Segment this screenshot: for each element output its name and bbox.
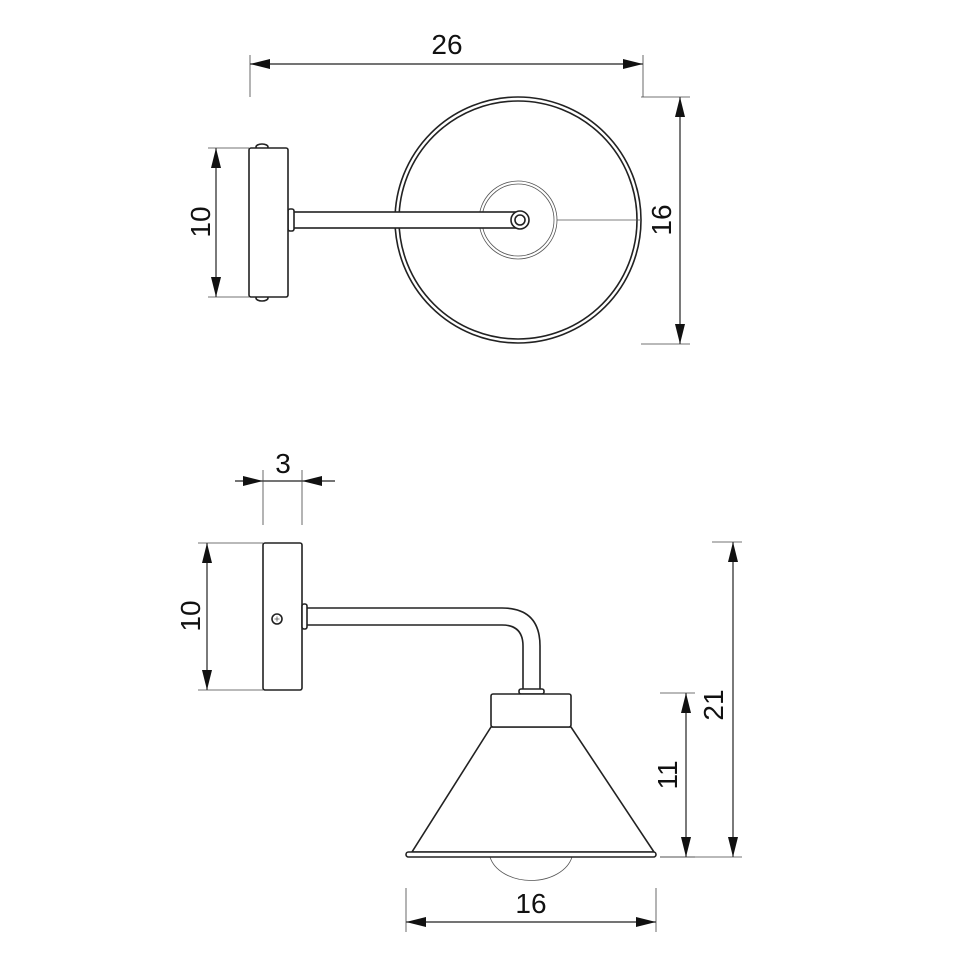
arm-collar [287, 208, 295, 232]
backplate [248, 147, 289, 298]
dimension-arrow [681, 837, 691, 857]
arm [304, 607, 541, 691]
dim-label-total-height: 21 [698, 689, 729, 720]
socket-housing [490, 693, 572, 728]
top-view [248, 96, 642, 344]
dimension-arrow [728, 542, 738, 562]
dim-label-shade-height: 11 [652, 760, 683, 789]
side-view [262, 542, 657, 881]
dimensions [198, 55, 742, 932]
arm-collar [301, 603, 308, 630]
dimension-arrow [675, 324, 685, 344]
dim-label-side-shade-diameter: 16 [515, 888, 546, 919]
arm-end-hole [514, 214, 526, 226]
dimension-arrow [211, 277, 221, 297]
arm [292, 211, 519, 229]
dimension-arrow [728, 837, 738, 857]
dimension-arrow [211, 148, 221, 168]
dimension-arrow [636, 917, 656, 927]
dim-label-depth: 3 [275, 448, 291, 479]
shade-rim [405, 851, 657, 858]
dim-label-top-shade-diameter: 16 [646, 204, 677, 235]
screw-cross [274, 616, 280, 622]
dimension-arrow [243, 476, 263, 486]
dimension-arrow [202, 670, 212, 690]
dim-label-top-backplate: 10 [185, 206, 216, 237]
dimension-arrow [202, 543, 212, 563]
dimension-arrow [681, 693, 691, 713]
backplate [262, 542, 303, 691]
shade-cone [410, 726, 656, 853]
dimension-arrow [623, 59, 643, 69]
dim-label-width: 26 [431, 29, 462, 60]
bulb [489, 856, 573, 881]
dimension-arrow [675, 97, 685, 117]
dimension-arrow [250, 59, 270, 69]
dimension-arrow [406, 917, 426, 927]
dimension-arrow [302, 476, 322, 486]
dim-label-side-backplate: 10 [175, 600, 206, 631]
